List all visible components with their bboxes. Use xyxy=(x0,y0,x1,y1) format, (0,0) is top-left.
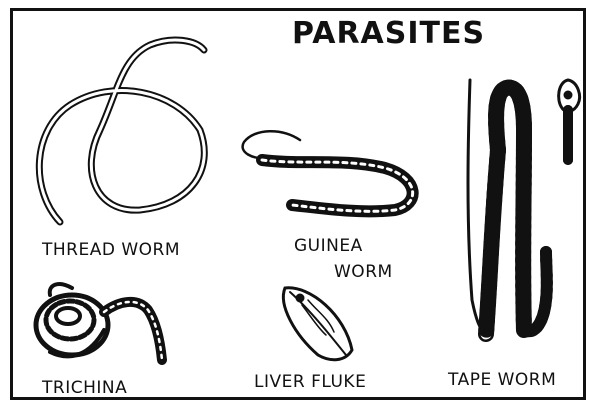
label-guinea-worm-line2: WORM xyxy=(334,262,393,282)
thread-worm-drawing xyxy=(39,40,204,222)
page-title: PARASITES xyxy=(292,16,485,51)
tape-worm-drawing xyxy=(468,80,580,334)
guinea-worm-drawing xyxy=(243,131,413,211)
trichina-drawing xyxy=(36,284,162,360)
label-guinea-worm-line1: GUINEA xyxy=(294,236,363,256)
label-tape-worm: TAPE WORM xyxy=(448,370,556,390)
label-liver-fluke: LIVER FLUKE xyxy=(254,372,366,392)
label-trichina: TRICHINA xyxy=(42,378,127,398)
label-thread-worm: THREAD WORM xyxy=(42,240,180,260)
liver-fluke-drawing xyxy=(283,288,352,360)
